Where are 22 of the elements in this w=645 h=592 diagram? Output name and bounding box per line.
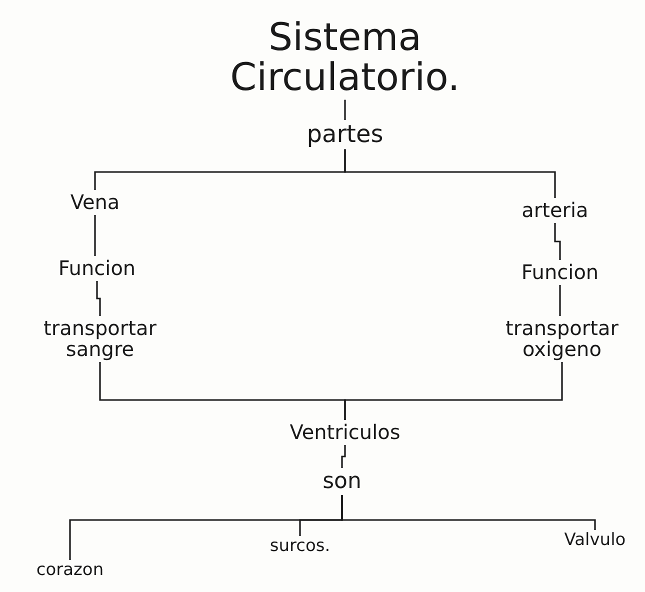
connector-line (96, 281, 101, 316)
concept-text: transportar oxigeno (486, 318, 638, 360)
concept-text: corazon (35, 562, 105, 580)
connector-line (341, 495, 596, 530)
concept-text: Vena (69, 192, 121, 213)
connector-line (341, 445, 346, 468)
concept-text: partes (306, 122, 384, 148)
title-text: Sistema Circulatorio. (154, 18, 536, 98)
connector-line (94, 215, 96, 256)
concept-text: surcos. (268, 538, 332, 556)
concept-text: Valvulo (563, 532, 627, 550)
connector-line (554, 223, 561, 260)
connector-line (344, 362, 563, 420)
connector-line (344, 100, 346, 120)
concept-text: transportar sangre (24, 318, 176, 360)
connector-line (344, 149, 556, 198)
concept-text: arteria (520, 200, 590, 221)
concept-text: Funcion (520, 262, 600, 283)
concept-text: Funcion (57, 258, 137, 279)
connector-line (559, 285, 561, 316)
concept-text: Ventriculos (288, 422, 402, 443)
concept-text: son (322, 470, 362, 494)
